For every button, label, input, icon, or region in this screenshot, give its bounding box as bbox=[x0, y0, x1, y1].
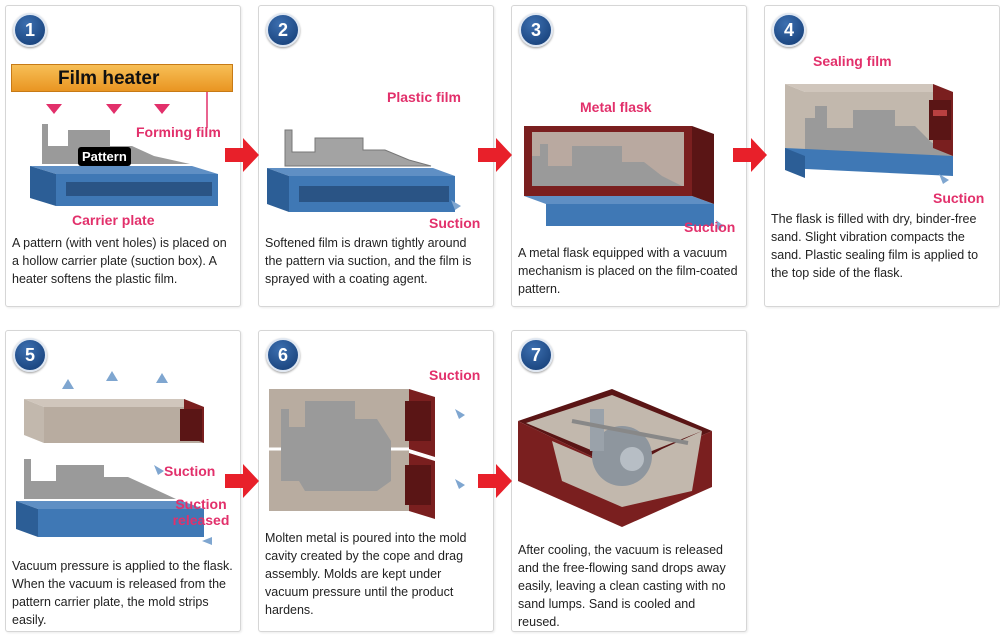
step-5-description: Vacuum pressure is applied to the flask.… bbox=[12, 559, 233, 627]
step-5-badge: 5 bbox=[13, 338, 47, 372]
forming-film-label: Forming film bbox=[136, 124, 221, 140]
step-6-panel: 6 Suction Molten metal is poured into th… bbox=[258, 330, 494, 632]
step-7-badge: 7 bbox=[519, 338, 553, 372]
arrow-right-icon bbox=[478, 464, 512, 498]
metal-flask-label: Metal flask bbox=[580, 99, 652, 115]
arrow-right-icon bbox=[225, 138, 259, 172]
arrow-right-icon bbox=[733, 138, 767, 172]
step-7-panel: 7 After cooling, the vacuum is released … bbox=[511, 330, 747, 632]
step-3-badge: 3 bbox=[519, 13, 553, 47]
step-1-panel: 1 Film heater Forming film Pattern Carri… bbox=[5, 5, 241, 307]
step-3-description: A metal flask equipped with a vacuum mec… bbox=[518, 246, 738, 296]
arrow-right-icon bbox=[478, 138, 512, 172]
step-1-badge: 1 bbox=[13, 13, 47, 47]
step-4-illustration bbox=[785, 84, 953, 184]
step-2-panel: 2 Plastic film Suction Softened film is … bbox=[258, 5, 494, 307]
step-4-panel: 4 Sealing film Suction The flask is fill… bbox=[764, 5, 1000, 307]
step-7-description: After cooling, the vacuum is released an… bbox=[518, 543, 726, 629]
step-5-illustration bbox=[16, 371, 212, 545]
suction-label: Suction bbox=[164, 463, 216, 479]
step-5-panel: 5 Suction Suction released Vacuum pressu… bbox=[5, 330, 241, 632]
plastic-film-label: Plastic film bbox=[387, 89, 461, 105]
arrow-right-icon bbox=[225, 464, 259, 498]
step-6-description: Molten metal is poured into the mold cav… bbox=[265, 531, 467, 617]
step-1-description: A pattern (with vent holes) is placed on… bbox=[12, 236, 227, 286]
suction-released-label: Suction released bbox=[172, 496, 230, 528]
step-6-badge: 6 bbox=[266, 338, 300, 372]
step-6-illustration bbox=[269, 389, 465, 519]
film-heater-label: Film heater bbox=[11, 64, 233, 92]
step-3-panel: 3 Metal flask Suction A metal flask equi… bbox=[511, 5, 747, 307]
step-2-illustration bbox=[267, 129, 461, 212]
suction-label: Suction bbox=[684, 219, 736, 235]
suction-label: Suction bbox=[429, 215, 481, 231]
step-2-badge: 2 bbox=[266, 13, 300, 47]
carrier-plate-label: Carrier plate bbox=[72, 212, 155, 228]
suction-label: Suction bbox=[933, 190, 985, 206]
step-2-description: Softened film is drawn tightly around th… bbox=[265, 236, 472, 286]
suction-label: Suction bbox=[429, 367, 481, 383]
pattern-label: Pattern bbox=[78, 147, 131, 166]
step-4-description: The flask is filled with dry, binder-fre… bbox=[771, 212, 979, 280]
step-4-badge: 4 bbox=[772, 13, 806, 47]
sealing-film-label: Sealing film bbox=[813, 53, 892, 69]
step-7-illustration bbox=[518, 389, 712, 527]
step-3-illustration bbox=[524, 126, 724, 230]
